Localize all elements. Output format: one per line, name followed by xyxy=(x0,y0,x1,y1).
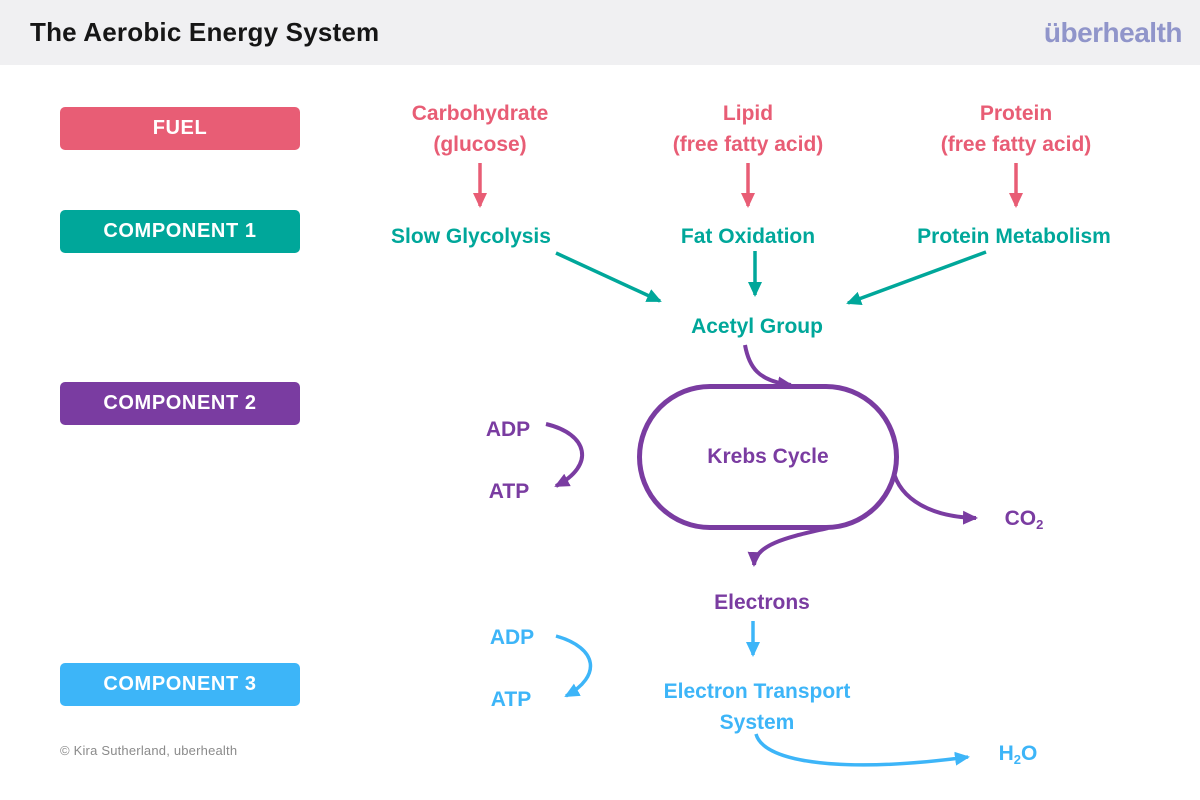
page-title: The Aerobic Energy System xyxy=(30,17,380,47)
brand-logo: überhealth xyxy=(1043,16,1183,48)
electrons-label: Electrons xyxy=(714,591,810,614)
arrow-acetyl-to-krebs xyxy=(743,344,793,391)
co2-subscript: 2 xyxy=(1036,517,1044,532)
protein-metabolism-label: Protein Metabolism xyxy=(917,225,1111,248)
arrow-adp-to-atp-ets xyxy=(555,634,593,698)
copyright-note: © Kira Sutherland, uberhealth xyxy=(60,743,238,758)
co2-base: CO xyxy=(1004,507,1037,530)
atp-label-krebs: ATP xyxy=(488,480,530,503)
adp-label-krebs: ADP xyxy=(485,418,531,441)
component2-badge: COMPONENT 2 xyxy=(60,382,300,425)
h2o-post: O xyxy=(1021,742,1038,765)
arrow-krebs-to-co2 xyxy=(891,469,978,525)
arrow-glycolysis-to-acetyl xyxy=(555,251,662,303)
arrow-protein-metabolism-to-acetyl xyxy=(846,250,987,306)
component1-badge: COMPONENT 1 xyxy=(60,210,300,253)
adp-label-ets: ADP xyxy=(489,626,535,649)
acetyl-group-label: Acetyl Group xyxy=(691,315,823,338)
arrow-adp-to-atp-krebs xyxy=(545,422,585,488)
co2-label: CO2 xyxy=(1005,503,1044,536)
fuel-lipid-line1: Lipid xyxy=(722,102,774,125)
fuel-protein-label: Protein (free fatty acid) xyxy=(941,98,1092,160)
arrow-ets-to-h2o xyxy=(754,733,970,767)
header: The Aerobic Energy System überhealth xyxy=(0,0,1200,65)
fuel-carbohydrate-line2: (glucose) xyxy=(433,133,527,156)
h2o-label: H2O xyxy=(999,738,1038,771)
krebs-cycle-label: Krebs Cycle xyxy=(707,445,829,468)
fuel-protein-line1: Protein xyxy=(979,102,1053,125)
slow-glycolysis-label: Slow Glycolysis xyxy=(391,225,551,248)
fuel-protein-line2: (free fatty acid) xyxy=(940,133,1092,156)
krebs-cycle-shape: Krebs Cycle xyxy=(637,384,899,530)
fuel-lipid-line2: (free fatty acid) xyxy=(672,133,824,156)
fuel-lipid-label: Lipid (free fatty acid) xyxy=(673,98,824,160)
ets-line2: System xyxy=(719,711,795,734)
electron-transport-system-label: Electron Transport System xyxy=(664,676,851,738)
fuel-carbohydrate-line1: Carbohydrate xyxy=(411,102,549,125)
arrow-krebs-to-electrons xyxy=(747,526,829,567)
fuel-carbohydrate-label: Carbohydrate (glucose) xyxy=(412,98,549,160)
fuel-badge: FUEL xyxy=(60,107,300,150)
h2o-subscript: 2 xyxy=(1013,752,1022,767)
component3-badge: COMPONENT 3 xyxy=(60,663,300,706)
fat-oxidation-label: Fat Oxidation xyxy=(680,225,816,248)
ets-line1: Electron Transport xyxy=(663,680,851,703)
atp-label-ets: ATP xyxy=(490,688,532,711)
h2o-pre: H xyxy=(998,742,1014,765)
